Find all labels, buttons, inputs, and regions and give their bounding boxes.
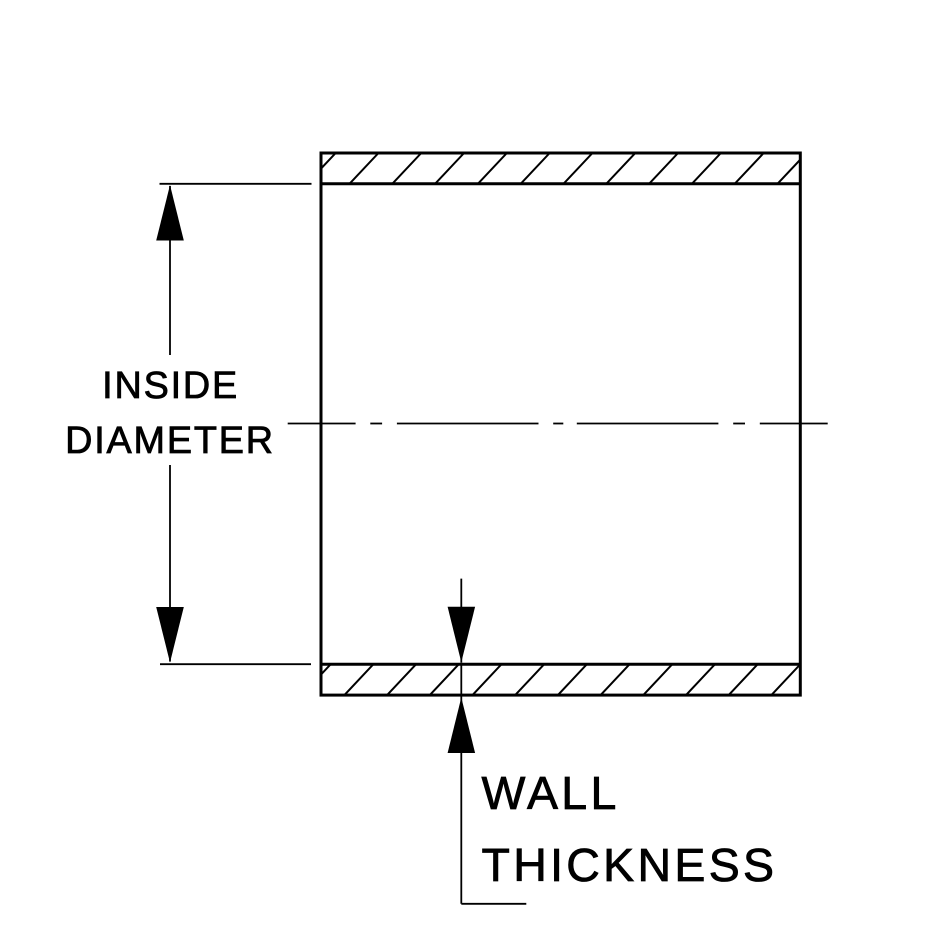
svg-text:INSIDE: INSIDE: [102, 365, 239, 407]
svg-text:WALL: WALL: [482, 767, 620, 819]
svg-text:DIAMETER: DIAMETER: [65, 420, 275, 462]
svg-text:THICKNESS: THICKNESS: [482, 839, 778, 891]
